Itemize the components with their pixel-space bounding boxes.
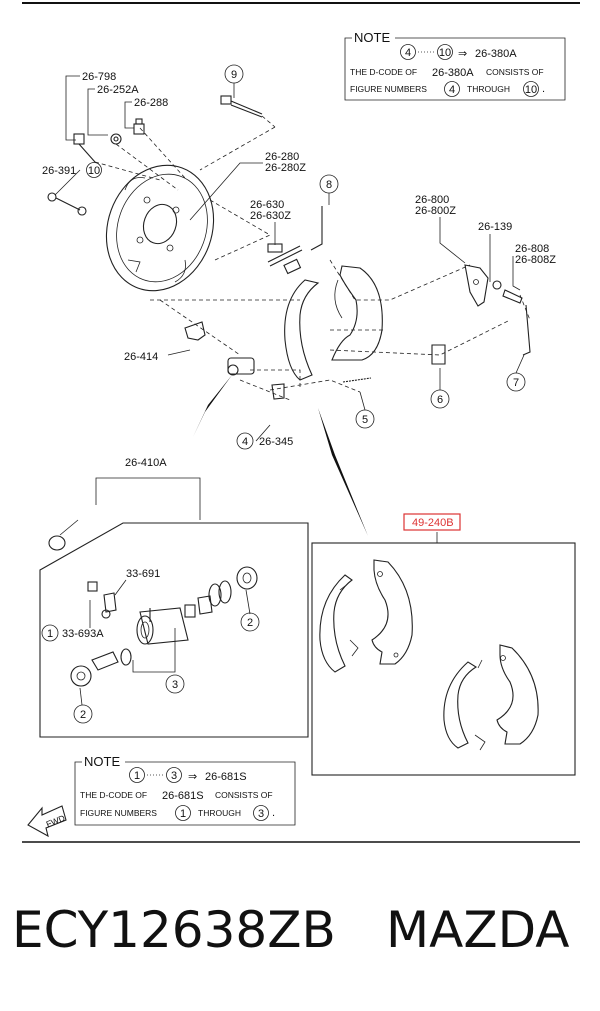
spring-5 <box>342 377 372 383</box>
brake-parts-diagram: NOTE 4 10 ⇒ 26-380A THE D-CODE OF 26-380… <box>22 2 580 843</box>
label-26-288: 26-288 <box>134 97 168 109</box>
note-bottom: NOTE 1 3 ⇒ 26-681S THE D-CODE OF 26-681S… <box>74 754 296 826</box>
svg-text:.: . <box>542 83 545 95</box>
bleeder-screw <box>47 192 87 216</box>
callout-circle-4 <box>236 432 254 450</box>
label-33-691: 33-691 <box>126 568 160 580</box>
note-top: NOTE 4 10 ⇒ 26-380A THE D-CODE OF 26-380… <box>344 30 566 101</box>
note-top-callout-4 <box>400 44 416 60</box>
note-top-callout-10 <box>437 44 453 60</box>
fwd-arrow-icon: FWD <box>27 805 67 838</box>
footer: ECY12638ZB MAZDA <box>0 895 600 975</box>
svg-text:.: . <box>272 807 275 819</box>
label-26-808z: 26-808Z <box>515 254 556 266</box>
svg-text:THE D-CODE OF: THE D-CODE OF <box>350 67 417 77</box>
label-26-345: 26-345 <box>259 436 293 448</box>
brake-shoe-set-lower <box>443 644 539 751</box>
svg-text:7: 7 <box>513 377 519 389</box>
callout-2a: 2 <box>247 617 253 629</box>
svg-text:6: 6 <box>437 394 443 406</box>
wheel-cylinder-small <box>227 357 255 376</box>
adjuster-part <box>267 243 303 275</box>
svg-text:1: 1 <box>134 770 140 782</box>
svg-text:4: 4 <box>242 436 248 448</box>
label-26-414: 26-414 <box>124 351 158 363</box>
svg-text:1: 1 <box>180 808 186 820</box>
callout-3: 3 <box>172 679 178 691</box>
svg-text:CONSISTS OF: CONSISTS OF <box>215 790 273 800</box>
label-26-280z: 26-280Z <box>265 162 306 174</box>
svg-text:9: 9 <box>231 69 237 81</box>
svg-text:10: 10 <box>439 47 451 59</box>
part-number-text: ECY12638ZB <box>12 901 336 959</box>
shoe-exploded <box>284 265 383 381</box>
svg-text:FIGURE NUMBERS: FIGURE NUMBERS <box>350 84 427 94</box>
svg-text:4: 4 <box>405 47 411 59</box>
label-26-252a: 26-252A <box>97 84 139 96</box>
spring-7 <box>522 304 531 356</box>
bleeder-detail <box>87 581 117 619</box>
note-bottom-code: 26-681S <box>205 771 247 783</box>
assembly-guides <box>94 115 531 401</box>
cylinder-internals <box>70 566 258 687</box>
callouts-main: 9 8 7 6 5 4 <box>224 64 526 450</box>
label-26-391: 26-391 <box>42 165 76 177</box>
label-26-800z: 26-800Z <box>415 205 456 217</box>
svg-text:4: 4 <box>449 84 455 96</box>
backing-plate <box>105 164 215 292</box>
note-top-arrow: ⇒ <box>458 48 467 60</box>
svg-text:FWD: FWD <box>45 813 67 830</box>
svg-text:5: 5 <box>362 414 368 426</box>
brake-shoe-set-upper <box>319 559 413 673</box>
o-ring <box>48 535 66 551</box>
svg-text:THROUGH: THROUGH <box>467 84 510 94</box>
highlight-box-49-240b <box>403 513 461 531</box>
wheel-cylinder-detail-box <box>39 522 309 738</box>
label-26-800: 26-800 <box>415 194 449 206</box>
bolt-9-part <box>220 95 263 118</box>
callout-2b: 2 <box>80 709 86 721</box>
svg-text:26-681S: 26-681S <box>162 790 204 802</box>
clip-26-345 <box>271 383 285 400</box>
svg-text:FIGURE NUMBERS: FIGURE NUMBERS <box>80 808 157 818</box>
svg-text:10: 10 <box>525 84 537 96</box>
svg-text:CONSISTS OF: CONSISTS OF <box>486 67 544 77</box>
svg-text:3: 3 <box>171 770 177 782</box>
label-26-630: 26-630 <box>250 199 284 211</box>
label-49-240b: 49-240B <box>412 517 454 529</box>
label-33-693a: 33-693A <box>62 628 104 640</box>
label-26-630z: 26-630Z <box>250 210 291 222</box>
clip-6 <box>431 344 446 365</box>
strut-26-414 <box>184 321 206 341</box>
svg-text:THE D-CODE OF: THE D-CODE OF <box>80 790 147 800</box>
label-26-139: 26-139 <box>478 221 512 233</box>
callout-1: 1 <box>47 628 53 640</box>
svg-text:⇒: ⇒ <box>188 771 197 783</box>
label-26-808: 26-808 <box>515 243 549 255</box>
brand-text: MAZDA <box>386 901 570 959</box>
note-bottom-heading: NOTE <box>84 754 120 769</box>
note-top-code: 26-380A <box>475 48 517 60</box>
callout-10: 10 <box>88 165 100 177</box>
svg-text:26-380A: 26-380A <box>432 67 474 79</box>
brake-shoe-kit-box <box>311 542 576 776</box>
spring-8 <box>310 206 323 251</box>
cylinder-body <box>136 607 189 645</box>
label-26-280: 26-280 <box>265 151 299 163</box>
cylinder-leaders <box>79 589 251 706</box>
parking-lever <box>464 264 523 307</box>
bolts-group <box>73 118 145 163</box>
leader-lines <box>54 75 521 442</box>
pointer-wedge-left <box>193 375 232 437</box>
svg-text:8: 8 <box>326 179 332 191</box>
svg-text:THROUGH: THROUGH <box>198 808 241 818</box>
note-top-heading: NOTE <box>354 30 390 45</box>
label-26-798: 26-798 <box>82 71 116 83</box>
svg-text:3: 3 <box>258 808 264 820</box>
label-26-410a: 26-410A <box>125 457 167 469</box>
